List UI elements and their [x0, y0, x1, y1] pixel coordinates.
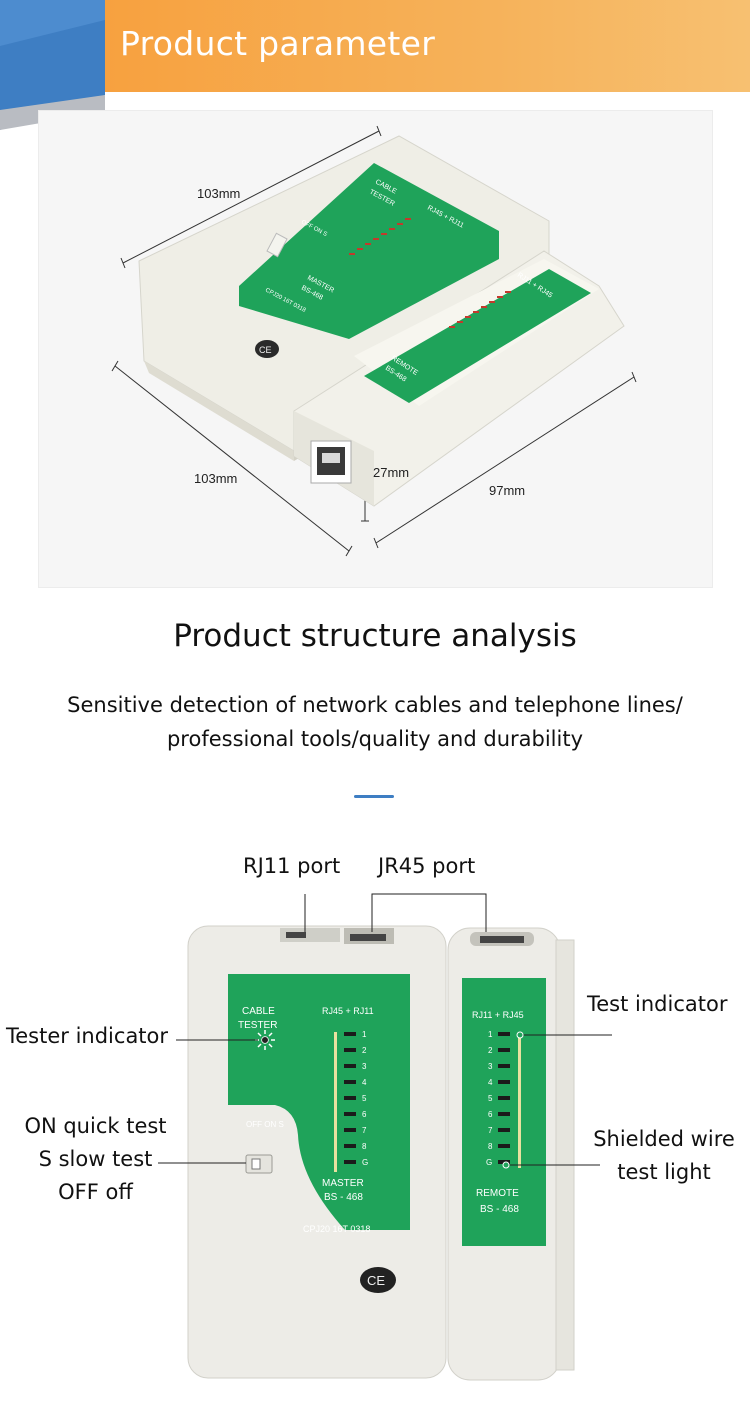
callout-shielded-wire: Shielded wire test light — [584, 1123, 744, 1189]
master-model: MASTER — [322, 1178, 364, 1189]
svg-text:4: 4 — [362, 1078, 367, 1087]
master-led-column: 1 2 3 4 5 6 7 8 G — [344, 1030, 368, 1167]
svg-text:8: 8 — [488, 1142, 493, 1151]
callout-rj45-port: JR45 port — [378, 854, 476, 878]
dimension-top-length: 103mm — [197, 186, 241, 201]
callout-shielded-line1: Shielded wire — [593, 1127, 735, 1151]
dimension-height: 27mm — [373, 465, 410, 480]
accent-divider — [354, 795, 394, 798]
remote-model: REMOTE — [476, 1188, 519, 1199]
callout-switch-modes: ON quick test S slow test OFF off — [8, 1110, 183, 1209]
remote-led-column: 1 2 3 4 5 6 7 8 G — [486, 1030, 510, 1167]
svg-text:7: 7 — [488, 1126, 493, 1135]
header-banner: Product parameter — [0, 0, 750, 130]
svg-text:6: 6 — [488, 1110, 493, 1119]
svg-text:3: 3 — [362, 1062, 367, 1071]
svg-text:G: G — [362, 1158, 368, 1167]
callout-shielded-line2: test light — [617, 1160, 711, 1184]
master-serial: CPJ20 16T 0318 — [303, 1224, 370, 1234]
callout-switch-on: ON quick test — [24, 1114, 167, 1138]
banner-title: Product parameter — [120, 24, 436, 63]
master-port-label: RJ45 + RJ11 — [322, 1006, 374, 1016]
svg-text:1: 1 — [488, 1030, 493, 1039]
dimension-front-length: 103mm — [194, 471, 238, 486]
structure-subtitle: Sensitive detection of network cables an… — [0, 688, 750, 756]
svg-text:5: 5 — [362, 1094, 367, 1103]
svg-text:G: G — [486, 1158, 492, 1167]
remote-port-label: RJ11 + RJ45 — [472, 1010, 524, 1020]
svg-text:2: 2 — [362, 1046, 367, 1055]
callout-test-indicator: Test indicator — [587, 992, 728, 1016]
master-switch-label: OFF ON S — [246, 1120, 284, 1129]
callout-tester-indicator: Tester indicator — [6, 1024, 169, 1048]
structure-subtitle-line1: Sensitive detection of network cables an… — [67, 693, 683, 717]
banner-orange-bar — [105, 0, 750, 92]
callout-switch-off: OFF off — [58, 1180, 133, 1204]
svg-text:6: 6 — [362, 1110, 367, 1119]
svg-text:2: 2 — [488, 1046, 493, 1055]
svg-text:4: 4 — [488, 1078, 493, 1087]
svg-text:1: 1 — [362, 1030, 367, 1039]
callout-leader-lines — [158, 893, 612, 1169]
callout-switch-s: S slow test — [38, 1147, 153, 1171]
svg-text:CE: CE — [367, 1273, 385, 1288]
remote-device-diagram: RJ11 + RJ45 REMOTE BS - 468 1 2 3 4 5 6 … — [447, 927, 575, 1381]
product-photo-panel: CABLE TESTER RJ45 + RJ11 OFF ON S MASTER… — [38, 110, 713, 588]
product-photo: CABLE TESTER RJ45 + RJ11 OFF ON S MASTER… — [111, 125, 637, 557]
ce-mark-icon — [360, 1267, 396, 1293]
dimension-remote-length: 97mm — [489, 483, 526, 498]
structure-diagram: CABLE TESTER RJ45 + RJ11 OFF ON S MASTER… — [158, 893, 612, 1381]
master-label-cable: CABLE — [242, 1006, 275, 1017]
callout-rj11-port: RJ11 port — [243, 854, 341, 878]
svg-text:5: 5 — [488, 1094, 493, 1103]
svg-text:3: 3 — [488, 1062, 493, 1071]
structure-title: Product structure analysis — [173, 618, 577, 654]
structure-subtitle-line2: professional tools/quality and durabilit… — [166, 727, 584, 751]
master-label-tester: TESTER — [238, 1020, 277, 1031]
svg-text:CE: CE — [259, 345, 272, 355]
remote-model-number: BS - 468 — [480, 1204, 519, 1215]
remote-device-photo: RJ11 + RJ45 REMOTE BS-468 — [293, 250, 625, 507]
svg-text:8: 8 — [362, 1142, 367, 1151]
master-device-diagram: CABLE TESTER RJ45 + RJ11 OFF ON S MASTER… — [187, 925, 447, 1379]
svg-text:7: 7 — [362, 1126, 367, 1135]
master-model-number: BS - 468 — [324, 1192, 363, 1203]
